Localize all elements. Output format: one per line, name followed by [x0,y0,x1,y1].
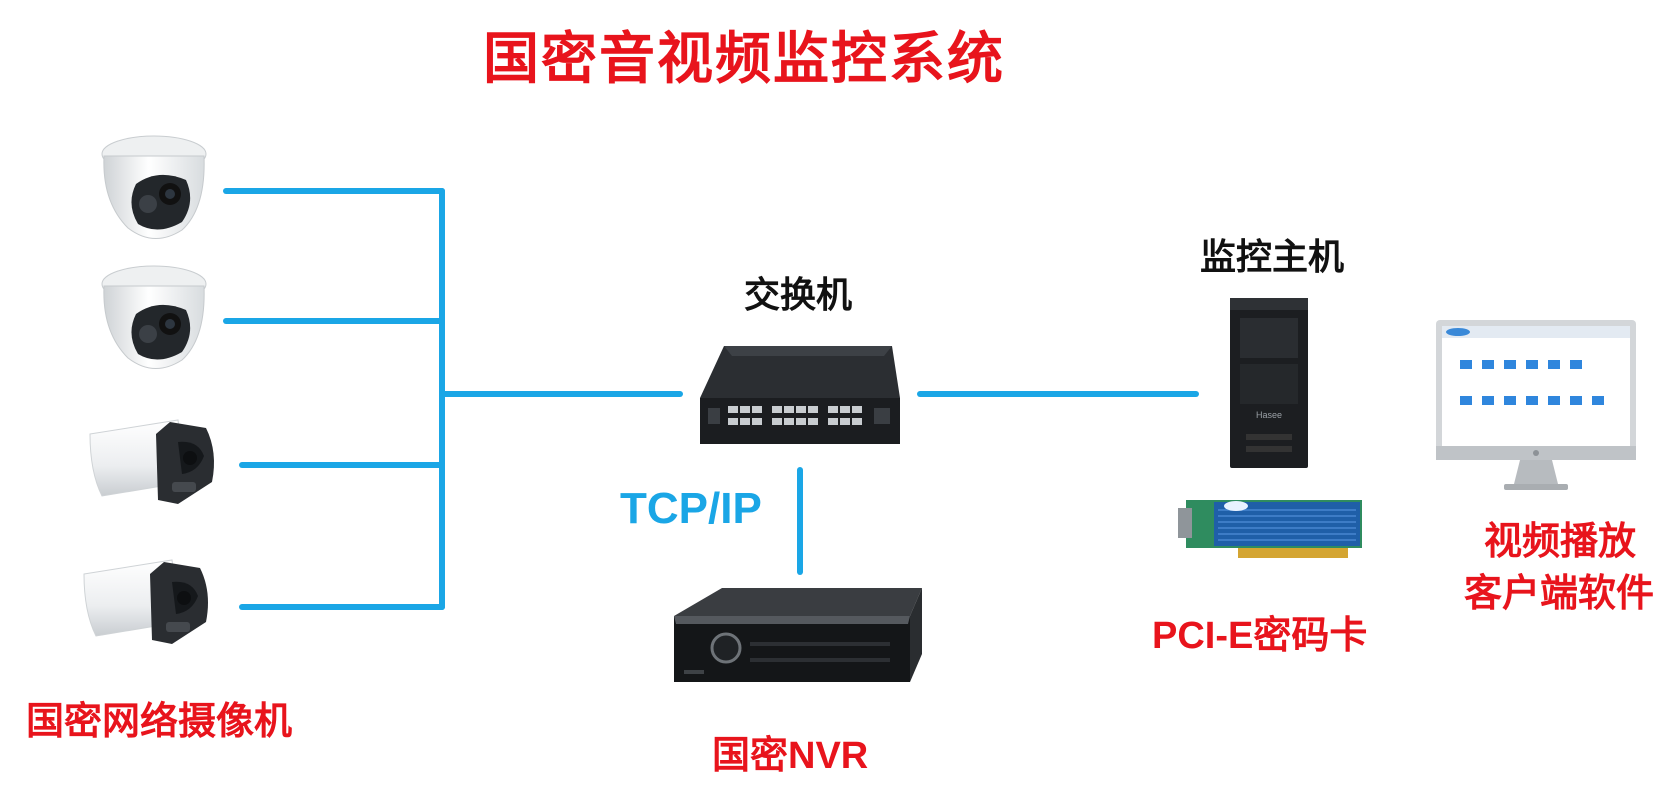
nvr-label: 国密NVR [712,735,869,777]
switch-label: 交换机 [744,274,853,315]
monitor-client-icon [1436,320,1636,490]
bullet-camera-icon [89,419,214,504]
pcie-card-label: PCI-E密码卡 [1152,615,1368,657]
diagram-title: 国密音视频监控系统 [483,27,1005,90]
host-label: 监控主机 [1200,236,1345,277]
dome-camera-icon [101,135,207,239]
svg-text:Hasee: Hasee [1256,410,1282,420]
dome-camera-icon [101,265,207,369]
cameras-label: 国密网络摄像机 [26,701,293,743]
pcie-crypto-card-icon [1178,500,1362,558]
bullet-camera-icon [83,559,208,644]
client-label-line2: 客户端软件 [1464,573,1655,615]
tower-pc-icon: Hasee [1230,298,1308,468]
protocol-label: TCP/IP [620,484,762,533]
nvr-recorder-icon [674,588,922,682]
network-switch-icon [700,346,900,444]
client-label-line1: 视频播放 [1484,521,1637,563]
